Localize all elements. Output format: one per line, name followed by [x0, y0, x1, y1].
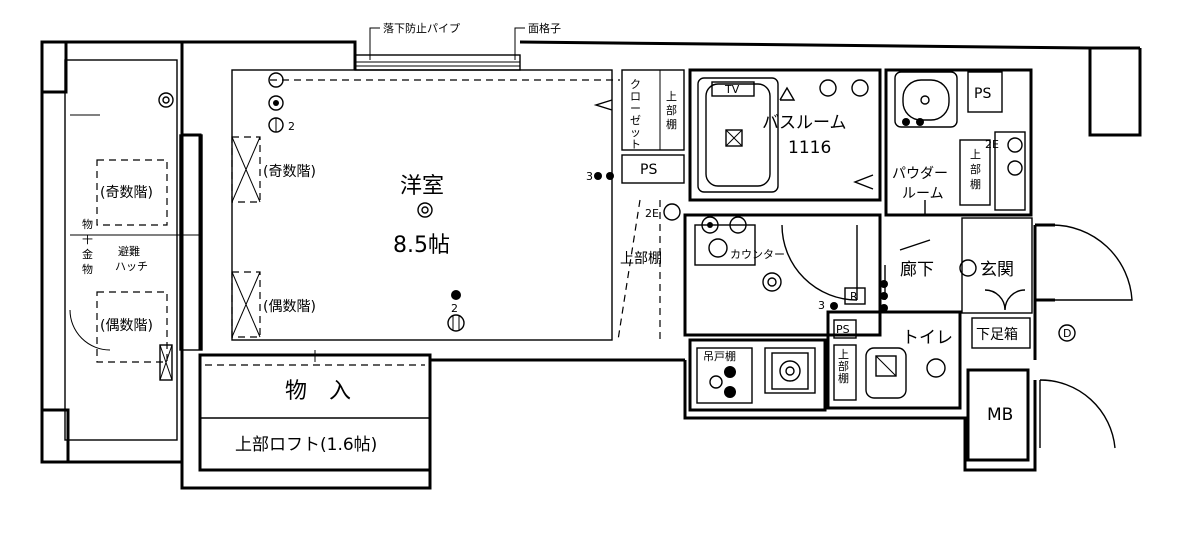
hanging-shelf-label: 吊戸棚 [703, 349, 736, 363]
ps-label: PS [640, 162, 657, 178]
mb: MB [966, 368, 1116, 462]
room-even-floor-label: (偶数階) [263, 299, 316, 315]
hallway: 廊下 3 R [818, 239, 934, 312]
powder-room: PS パウダー ルーム 上 部 棚 2E [884, 68, 1033, 217]
toilet-name: トイレ [902, 328, 953, 348]
callout-fall-pipe: 落下防止パイプ [369, 21, 460, 60]
closet: ク ロ ー ゼ ッ ト 上 部 棚 PS 3 上部棚 2E [586, 69, 685, 341]
kitchen-sink: 吊戸棚 [688, 338, 827, 412]
kitchen: カウンター [683, 213, 882, 337]
svg-text:落下防止パイプ: 落下防止パイプ [383, 21, 460, 35]
entrance-name: 玄関 [980, 260, 1014, 280]
svg-text:面格子: 面格子 [528, 21, 561, 35]
room-odd-floor-label: (奇数階) [263, 163, 316, 180]
western-room: (奇数階) (偶数階) 洋室 8.5帖 2 2 [231, 69, 620, 341]
svg-text:部: 部 [666, 103, 677, 117]
bathroom-size: 1116 [788, 138, 831, 158]
shoe-box-label: 下足箱 [976, 327, 1018, 343]
svg-text:金: 金 [82, 247, 93, 261]
svg-text:D: D [1063, 327, 1071, 340]
svg-text:ク: ク [630, 78, 641, 91]
outlet-icon [268, 72, 284, 88]
western-room-name: 洋室 [400, 174, 444, 199]
ps-label: PS [974, 86, 991, 102]
storage: 物 入 上部ロフト(1.6帖) [198, 350, 432, 472]
svg-text:2E: 2E [985, 138, 999, 151]
svg-text:ト: ト [630, 138, 641, 151]
counter-label: カウンター [730, 248, 785, 261]
ps-label: PS [836, 323, 850, 336]
ceiling-light-icon [417, 202, 433, 218]
svg-text:棚: 棚 [666, 117, 677, 131]
hatch-label-1: 避難 [118, 244, 140, 258]
balcony-odd-floor-label: (奇数階) [100, 184, 153, 201]
drying-hardware-label: 物 干 金 物 [82, 217, 93, 276]
svg-text:上: 上 [838, 348, 849, 361]
balcony: (奇数階) (偶数階) 物 干 金 物 避難 ハッチ [69, 92, 200, 381]
ceiling-light-icon [762, 272, 782, 292]
svg-text:ロ: ロ [630, 90, 641, 103]
svg-text:上: 上 [970, 148, 981, 161]
svg-text:ゼ: ゼ [630, 114, 641, 127]
svg-text:部: 部 [970, 162, 981, 176]
toilet-icon [865, 347, 907, 399]
outlet-icon [447, 314, 465, 332]
svg-text:物: 物 [82, 262, 93, 276]
drain-icon [158, 92, 174, 108]
r-symbol: R [850, 290, 858, 303]
hatch-label-2: ハッチ [115, 260, 148, 273]
powder-room-name: パウダー [892, 166, 948, 182]
powder-room-name-2: ルーム [902, 186, 944, 202]
entrance: 玄関 下足箱 D [959, 217, 1133, 349]
balcony-even-floor-label: (偶数階) [100, 318, 153, 334]
callout-lattice: 面格子 [514, 21, 561, 60]
svg-text:棚: 棚 [838, 371, 849, 385]
upper-shelf-label: 上部棚 [620, 251, 662, 267]
door-swing [781, 224, 858, 301]
svg-text:2: 2 [451, 302, 458, 315]
storage-loft: 上部ロフト(1.6帖) [235, 435, 377, 455]
svg-text:ー: ー [630, 102, 641, 115]
svg-text:2E: 2E [645, 207, 659, 220]
hallway-name: 廊下 [900, 260, 934, 280]
svg-text:棚: 棚 [970, 177, 981, 191]
closet-label: ク ロ ー ゼ ッ ト [630, 78, 641, 151]
svg-text:3: 3 [586, 170, 593, 183]
western-room-size: 8.5帖 [393, 233, 450, 258]
mb-label: MB [987, 405, 1013, 425]
storage-name: 物 入 [285, 379, 351, 404]
svg-text:TV: TV [724, 83, 740, 96]
outer-walls [40, 40, 1142, 490]
bathroom-name: バスルーム [762, 113, 847, 133]
d-symbol [1058, 324, 1076, 342]
svg-text:ッ: ッ [630, 126, 641, 139]
mb-door-swing [1039, 379, 1116, 449]
svg-text:部: 部 [838, 359, 849, 373]
svg-text:2: 2 [288, 120, 295, 133]
toilet: PS 上 部 棚 トイレ [826, 310, 962, 410]
front-door-swing [1051, 224, 1133, 301]
closet-upper-shelf-label: 上 部 棚 [666, 90, 677, 131]
svg-text:3: 3 [818, 299, 825, 312]
svg-text:物: 物 [82, 217, 93, 231]
svg-text:干: 干 [82, 233, 93, 246]
svg-text:上: 上 [666, 90, 677, 103]
bathroom: TV バスルーム 1116 [688, 68, 882, 202]
